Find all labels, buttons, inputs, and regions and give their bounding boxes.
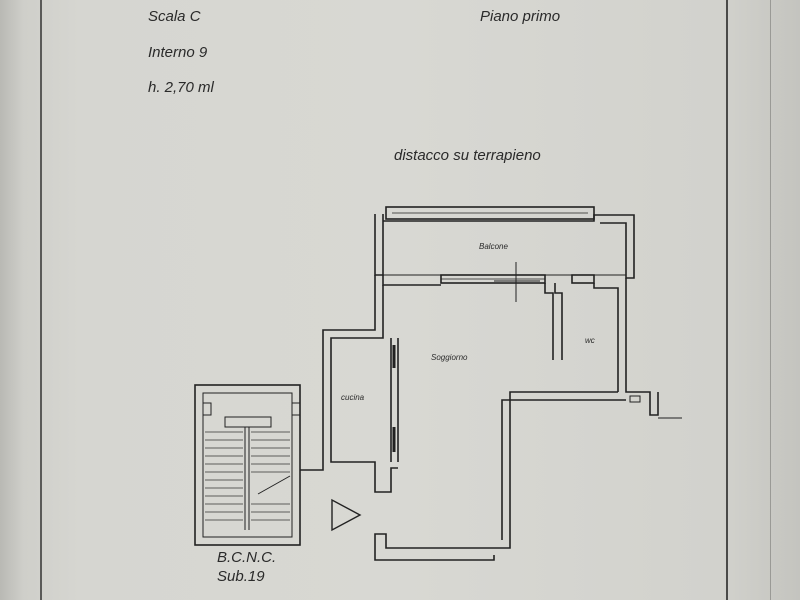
altezza-label: h. 2,70 ml xyxy=(148,79,214,96)
wc-window xyxy=(571,274,595,284)
sub-label: Sub.19 xyxy=(217,568,265,585)
sheet-edge-back xyxy=(770,0,771,600)
stair-landing xyxy=(224,416,272,428)
room-soggiorno-label: Soggiorno xyxy=(431,353,468,362)
room-wc-label: wc xyxy=(585,336,595,345)
interno-label: Interno 9 xyxy=(148,44,208,61)
pillar xyxy=(629,395,641,403)
sheet-edge-right xyxy=(726,0,728,600)
sheet-edge-left xyxy=(40,0,42,600)
wall-wc-left xyxy=(544,283,554,360)
balcony-railing xyxy=(385,206,595,220)
wall-cucina-inner xyxy=(330,285,398,493)
stairwell-inner xyxy=(202,392,293,538)
stair-direction-line xyxy=(257,475,291,495)
wall-wc-left-outer xyxy=(554,283,563,360)
wall-balcone-left xyxy=(374,214,384,276)
wall-right-outer xyxy=(625,278,659,416)
distacco-label: distacco su terrapieno xyxy=(394,147,541,164)
room-balcone-label: Balcone xyxy=(479,242,508,251)
piano-label: Piano primo xyxy=(480,8,561,25)
wall-balcone-right xyxy=(383,214,635,279)
wall-wc-right xyxy=(593,283,619,392)
wall-bottom-inner xyxy=(501,399,626,540)
room-cucina-label: cucina xyxy=(341,393,365,402)
stair-pillar-right xyxy=(291,402,301,416)
entrance-arrow-icon xyxy=(331,498,362,532)
wall-bottom xyxy=(374,391,618,561)
stair-pillar-left xyxy=(202,402,212,416)
bcnc-label: B.C.N.C. xyxy=(217,549,277,566)
stair-treads xyxy=(205,431,290,521)
wall-living-top-left xyxy=(382,275,441,286)
scala-label: Scala C xyxy=(148,8,201,25)
stairwell-outer xyxy=(194,384,301,546)
wall-cucina-left-outer xyxy=(300,275,376,471)
